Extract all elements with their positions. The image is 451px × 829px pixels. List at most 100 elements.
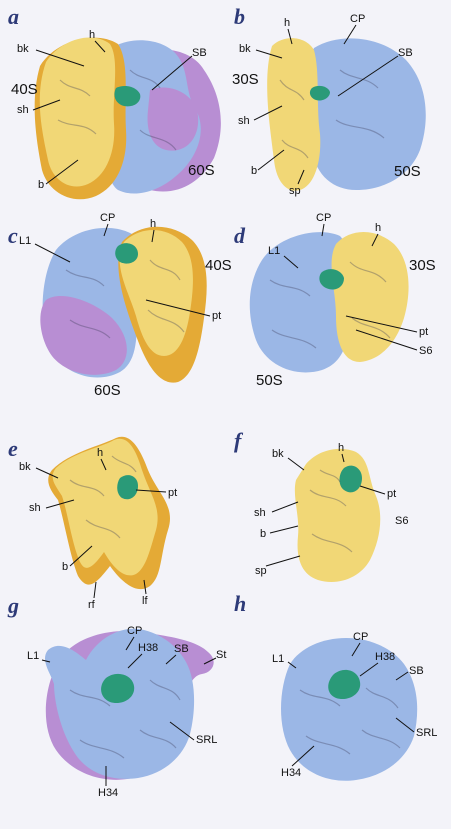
label-pt-f: pt [387,488,396,500]
small-subunit-e [52,438,158,576]
leader-srl-g [169,721,195,741]
leader-rf-e [93,581,97,599]
label-bk-b: bk [239,43,251,55]
leader-s6-d [355,329,418,351]
ligand-f [339,465,362,493]
expansion-segment-patch-a [147,87,199,151]
label-h-b: h [284,17,290,29]
panel-letter-a: a [8,4,19,29]
label-60s-a: 60S [188,162,215,179]
label-l1-c: L1 [19,235,31,247]
leader-bk-e [35,467,59,479]
leader-bk-f [287,457,305,471]
label-h-c: h [150,218,156,230]
label-cp-c: CP [100,212,115,224]
label-l1-h: L1 [272,653,284,665]
panel-h: h CP H38 L1 SB SRL H34 [234,591,437,781]
label-rf-e: rf [88,599,96,611]
panel-c: c CP h L1 40S pt 60S [8,212,232,399]
leader-cp-c [103,223,109,237]
leader-h-f [341,453,345,463]
label-l1-g: L1 [27,650,39,662]
leader-h-e [100,458,107,471]
panel-e: e h bk sh pt b rf lf [8,436,177,611]
leader-sh-f [271,501,299,513]
leader-b-b [257,149,285,171]
leader-cp-h [351,642,361,657]
ligand-e [117,475,138,500]
label-h34-h: H34 [281,767,301,779]
leader-l1-g [41,659,51,663]
leader-bk-a [35,49,85,67]
leader-bk-b [255,49,283,59]
label-srl-h: SRL [416,727,437,739]
leader-cp-b [343,24,357,45]
label-h-d: h [375,222,381,234]
ligand-a [114,86,141,107]
leader-pt-e [135,489,167,493]
label-srl-g: SRL [196,734,217,746]
leader-h-c [151,229,155,243]
label-60s-c: 60S [94,382,121,399]
label-30s-b: 30S [232,71,259,88]
label-cp-b: CP [350,13,365,25]
label-h-a: h [89,29,95,41]
label-sh-b: sh [238,115,250,127]
panel-letter-d: d [234,223,246,248]
label-h34-g: H34 [98,787,118,799]
leader-sb-h [395,671,409,681]
leader-h-a [94,40,106,53]
leader-sb-a [151,55,193,91]
label-bk-f: bk [272,448,284,460]
large-subunit-g [44,628,195,779]
ligand-g [101,673,135,704]
label-b-f: b [260,528,266,540]
panel-letter-h: h [234,591,246,616]
leader-h34-h [291,745,315,767]
label-40s-c: 40S [205,257,232,274]
leader-sh-e [45,499,75,509]
label-cp-g: CP [127,625,142,637]
label-st-g: St [216,649,226,661]
label-cp-h: CP [353,631,368,643]
leader-cp-g [125,636,135,651]
ligand-d [319,269,344,290]
leader-st-g [203,657,217,665]
label-50s-b: 50S [394,163,421,180]
leader-l1-d [283,255,299,269]
leader-pt-d [345,315,418,333]
expansion-segments-60s-c [40,296,127,375]
label-s6-f: S6 [395,515,408,527]
leader-sb-b [337,55,399,97]
panel-letter-c: c [8,223,18,248]
label-h38-h: H38 [375,651,395,663]
leader-sh-b [253,105,283,121]
panel-letter-b: b [234,4,245,29]
label-sb-h: SB [409,665,424,677]
label-sb-a: SB [192,47,207,59]
panel-g: g CP H38 SB St L1 SRL H34 [7,593,226,799]
large-subunit-50s-b [306,38,426,191]
label-b-b: b [251,165,257,177]
label-b-e: b [62,561,68,573]
label-sp-b: sp [289,185,301,197]
panel-a: a h bk 40S sh b SB 60S [8,4,221,200]
large-subunit-50s-d [249,232,351,373]
leader-h38-h [359,662,379,677]
label-lf-e: lf [142,595,148,607]
leader-sp-f [265,555,301,567]
label-sh-e: sh [29,502,41,514]
label-h-f: h [338,442,344,454]
label-l1-d: L1 [268,245,280,257]
label-h38-g: H38 [138,642,158,654]
leader-sp-b [297,169,305,185]
ligand-c [115,243,138,264]
label-30s-d: 30S [409,257,436,274]
leader-pt-f [359,485,386,495]
leader-h-b [287,28,293,45]
panel-d: d CP h L1 30S pt S6 50S [234,212,436,389]
label-50s-d: 50S [256,372,283,389]
panel-b: b h CP bk SB 30S sh b sp 50S [232,4,426,197]
